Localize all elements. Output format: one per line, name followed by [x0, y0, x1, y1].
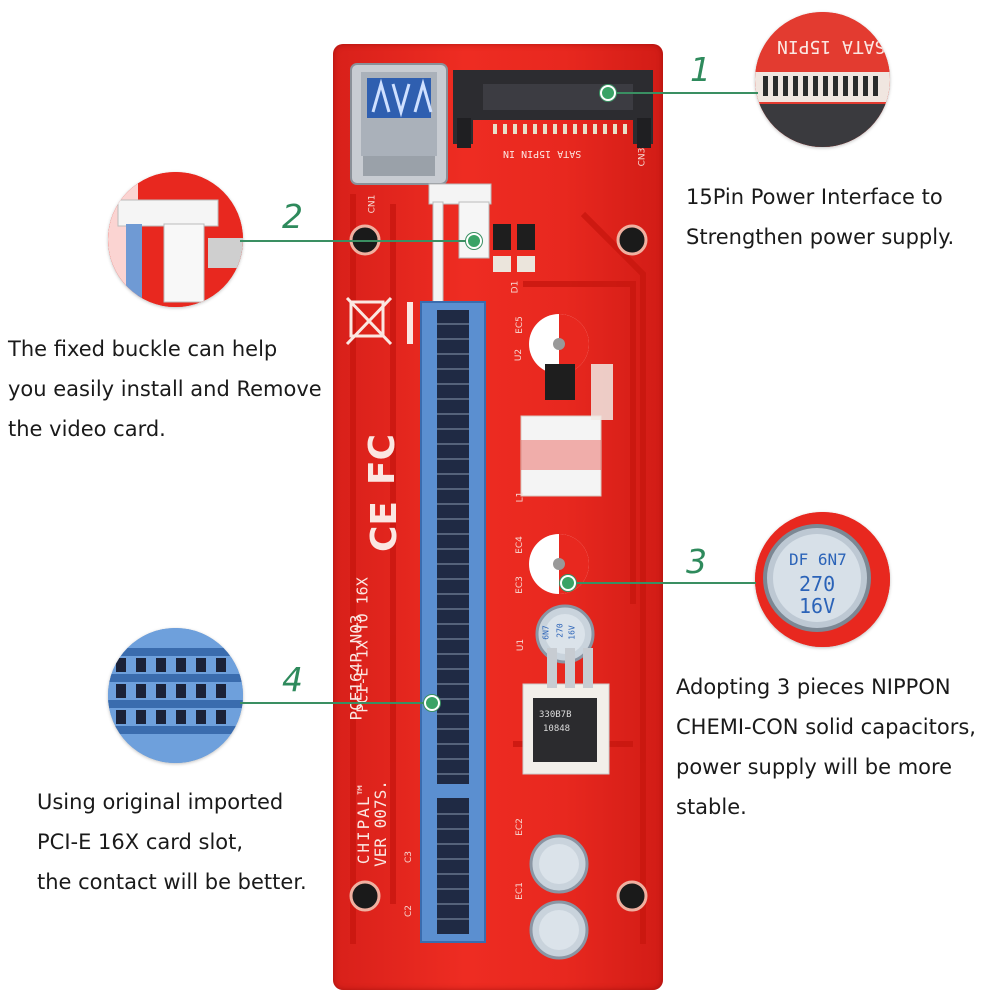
zoom-sata-connector: SATA 15PIN — [755, 12, 890, 147]
silk-cn1: CN1 — [367, 194, 378, 214]
model-line-2: PCE164P-N03 — [346, 614, 366, 721]
slot-zoom-art — [108, 628, 243, 763]
callout-1-line-2: Strengthen power supply. — [686, 225, 955, 249]
chip-label: 330B7B — [539, 710, 572, 720]
callout-text-2: The fixed buckle can help you easily ins… — [8, 329, 322, 449]
callout-3-line-1: Adopting 3 pieces NIPPON — [676, 675, 951, 699]
callout-number-1: 1 — [690, 50, 711, 89]
leader-line-2 — [240, 240, 472, 242]
callout-3-line-2: CHEMI-CON solid capacitors, — [676, 715, 976, 739]
sata-zoom-art — [755, 12, 890, 147]
zoom-pcie-slot — [108, 628, 243, 763]
leader-dot-4 — [424, 695, 440, 711]
silk-ec5: EC5 — [514, 316, 525, 334]
brand-line-2: VER 007S. — [370, 780, 390, 867]
zoom-cap-code: DF 6N7 — [789, 550, 847, 569]
silk-cn3: CN3 — [637, 147, 648, 167]
silk-c3: C3 — [404, 850, 415, 864]
board-artwork — [345, 63, 653, 960]
leader-line-3 — [566, 582, 756, 584]
zoom-sata-label: SATA 15PIN — [777, 36, 886, 57]
sata-connector — [453, 70, 653, 148]
voltage-regulator — [522, 648, 610, 775]
silk-u1: U1 — [516, 638, 527, 652]
usb-port — [350, 63, 448, 185]
silk-ec2: EC2 — [514, 818, 525, 836]
sata-board-label: SATA 15PIN IN — [503, 148, 582, 159]
silk-d1: D1 — [510, 280, 521, 294]
pcie-16x-slot — [420, 301, 486, 943]
silk-u2: U2 — [514, 348, 525, 362]
pcie-riser-board: SATA 15PIN IN FC CE PCI-E 1X TO 16X PCE1… — [333, 44, 663, 990]
callout-4-line-2: PCI-E 16X card slot, — [37, 830, 244, 854]
buckle-zoom-art — [108, 172, 243, 307]
ce-mark: CE — [364, 500, 406, 553]
callout-2-line-2: you easily install and Remove — [8, 377, 322, 401]
callout-text-1: 15Pin Power Interface to Strengthen powe… — [686, 177, 954, 257]
leader-line-1 — [608, 92, 758, 94]
callout-text-4: Using original imported PCI-E 16X card s… — [37, 782, 307, 902]
callout-4-line-3: the contact will be better. — [37, 870, 307, 894]
callout-text-3: Adopting 3 pieces NIPPON CHEMI-CON solid… — [676, 667, 976, 827]
silk-ec3: EC3 — [514, 576, 525, 594]
callout-3-line-4: stable. — [676, 795, 747, 819]
zoom-cap-value: 270 — [799, 572, 836, 596]
cap-ec3-code: 6N7 — [541, 625, 551, 640]
callout-2-line-3: the video card. — [8, 417, 166, 441]
zoom-capacitor: DF 6N7 270 16V — [755, 512, 890, 647]
cap-ec3-value: 270 — [555, 623, 565, 638]
callout-number-2: 2 — [282, 197, 303, 236]
chip-label-2: 10848 — [543, 724, 571, 734]
silk-ec1: EC1 — [514, 882, 525, 900]
weee-mark — [345, 296, 393, 346]
leader-line-4 — [240, 702, 430, 704]
callout-3-line-3: power supply will be more — [676, 755, 953, 779]
zoom-cap-voltage: 16V — [799, 594, 836, 618]
leader-dot-3 — [560, 575, 576, 591]
silk-ec4: EC4 — [514, 536, 525, 554]
capacitor-zoom-art — [755, 512, 890, 647]
zoom-fixed-buckle — [108, 172, 243, 307]
silk-l1: L1 — [515, 491, 526, 503]
cap-ec3-voltage: 16V — [567, 625, 577, 640]
callout-2-line-1: The fixed buckle can help — [8, 337, 278, 361]
callout-number-4: 4 — [282, 660, 303, 699]
leader-dot-1 — [600, 85, 616, 101]
leader-dot-2 — [466, 233, 482, 249]
silk-c2: C2 — [404, 904, 415, 918]
callout-number-3: 3 — [686, 542, 707, 581]
callout-4-line-1: Using original imported — [37, 790, 284, 814]
callout-1-line-1: 15Pin Power Interface to — [686, 185, 943, 209]
fc-mark: FC — [362, 433, 404, 486]
